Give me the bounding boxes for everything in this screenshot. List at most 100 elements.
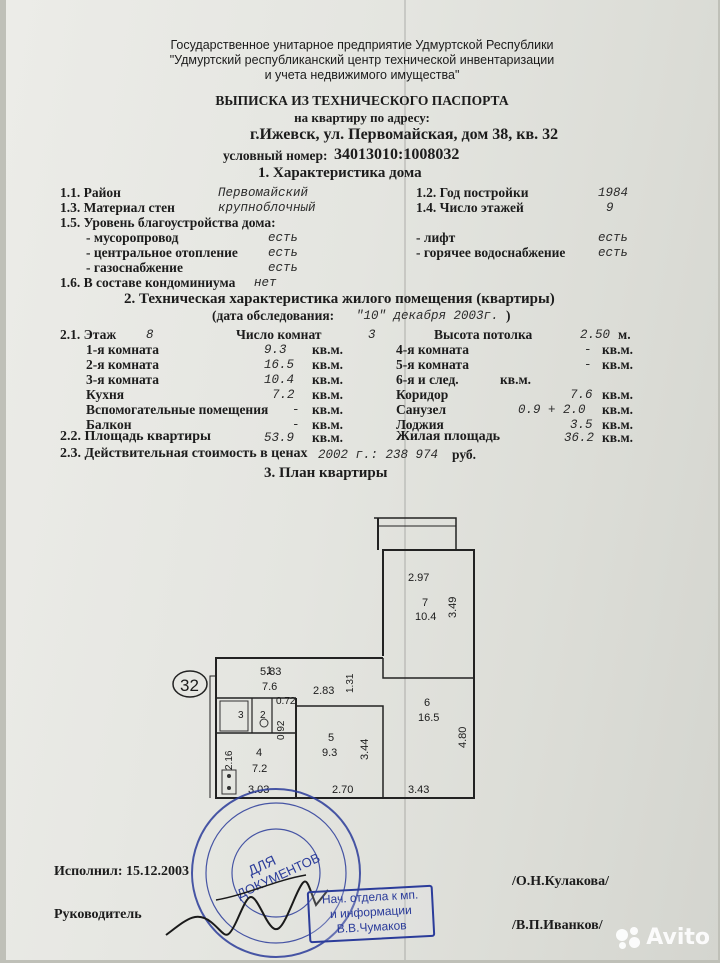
height-unit: м. <box>618 327 631 342</box>
room1-number: 1 <box>266 665 272 677</box>
org-line-1: Государственное унитарное предприятие Уд… <box>170 38 554 52</box>
dim-bottom-270: 2.70 <box>332 784 353 796</box>
room7-walls <box>382 549 475 676</box>
lift-label: - лифт <box>416 230 456 245</box>
executor-label: Исполнил: 15.12.2003 <box>54 864 189 879</box>
section1-title: 1. Характеристика дома <box>258 165 422 181</box>
condo-label: 1.6. В составе кондоминиума <box>60 275 236 290</box>
aux-unit: кв.м. <box>312 402 344 417</box>
kitchen-label: Кухня <box>86 387 125 402</box>
cond-number-label: условный номер: <box>223 148 328 163</box>
org-line-2: "Удмуртский республиканский центр технич… <box>169 53 555 67</box>
condo-value: нет <box>254 276 277 290</box>
executor-name: /О.Н.Кулакова/ <box>512 874 609 889</box>
bath-label: Санузел <box>396 402 447 417</box>
room5-value: - <box>584 358 592 372</box>
room1-area: 7.6 <box>262 681 277 693</box>
loggia-label: Лоджия <box>396 417 444 432</box>
apartment-floor-plan: 32 2.97 3.49 5.83 0.72 2.83 1.31 4.80 0.… <box>172 517 475 799</box>
doc-title: ВЫПИСКА ИЗ ТЕХНИЧЕСКОГО ПАСПОРТА <box>215 93 509 108</box>
area-unit: кв.м. <box>312 430 344 445</box>
round-stamp: ДЛЯ ДОКУМЕНТОВ <box>191 788 361 958</box>
corridor-value: 7.6 <box>570 388 593 402</box>
survey-close: ) <box>506 308 511 323</box>
section3-title: 3. План квартиры <box>264 465 388 481</box>
room5-area: 9.3 <box>322 747 337 759</box>
area-label: 2.2. Площадь квартиры <box>60 429 211 444</box>
walls-value: крупноблочный <box>218 201 316 215</box>
room1-label: 1-я комната <box>86 342 159 357</box>
head-name: /В.П.Иванков/ <box>512 918 603 933</box>
loggia-unit: кв.м. <box>602 417 634 432</box>
apartment-number-badge <box>172 670 208 698</box>
room6-area: 16.5 <box>418 712 439 724</box>
avito-logo-icon <box>616 927 642 949</box>
living-label: Жилая площадь <box>396 429 501 444</box>
room7-area: 10.4 <box>415 611 436 623</box>
room2-unit: кв.м. <box>312 357 344 372</box>
dim-131: 1.31 <box>345 673 356 693</box>
room3-value: 10.4 <box>264 373 295 387</box>
dim-corridor: 5.83 <box>260 666 281 678</box>
dim-283: 2.83 <box>313 685 334 697</box>
height-label: Высота потолка <box>434 327 533 342</box>
room2-number: 2 <box>260 710 266 721</box>
room6-label: 6-я и след. <box>396 372 459 387</box>
garbage-value: есть <box>268 231 299 245</box>
loggia-value: 3.5 <box>570 418 593 432</box>
toilet <box>259 718 269 728</box>
dim-top: 2.97 <box>408 572 429 584</box>
rooms-label: Число комнат <box>236 327 322 342</box>
room6-unit: кв.м. <box>500 372 532 387</box>
survey-label: (дата обследования: <box>212 308 335 323</box>
area-value: 53.9 <box>264 431 295 445</box>
dim-room6-right: 4.80 <box>457 727 469 748</box>
bath-unit: кв.м. <box>602 402 634 417</box>
balcony-value: - <box>292 418 300 432</box>
bathtub <box>219 700 249 732</box>
room3-label: 3-я комната <box>86 372 159 387</box>
year-label: 1.2. Год постройки <box>416 185 529 200</box>
district-label: 1.1. Район <box>60 185 121 200</box>
floor-label: 2.1. Этаж <box>60 327 117 342</box>
room2-label: 2-я комната <box>86 357 159 372</box>
corridor-label: Коридор <box>396 387 449 402</box>
aux-value: - <box>292 403 300 417</box>
bath-value: 0.9 + 2.0 <box>518 403 586 417</box>
hotwater-value: есть <box>598 246 629 260</box>
document-page: Государственное унитарное предприятие Уд… <box>6 0 718 960</box>
cond-number: 34013010:1008032 <box>334 146 460 163</box>
room4-area: 7.2 <box>252 763 267 775</box>
doc-subtitle: на квартиру по адресу: <box>294 110 430 125</box>
comfort-label: 1.5. Уровень благоустройства дома: <box>60 215 276 230</box>
balcony-label: Балкон <box>86 417 132 432</box>
apartment-number: 32 <box>180 676 199 695</box>
room3-unit: кв.м. <box>312 372 344 387</box>
room1-value: 9.3 <box>264 343 287 357</box>
living-unit: кв.м. <box>602 430 634 445</box>
room7-number: 7 <box>422 597 428 609</box>
corridor-unit: кв.м. <box>602 387 634 402</box>
lift-value: есть <box>598 231 629 245</box>
cost-unit: руб. <box>452 447 477 462</box>
walls-label: 1.3. Материал стен <box>60 200 175 215</box>
room5-unit: кв.м. <box>602 357 634 372</box>
kitchen-unit: кв.м. <box>312 387 344 402</box>
aux-label: Вспомогательные помещения <box>86 402 269 417</box>
head-label: Руководитель <box>54 907 142 922</box>
year-value: 1984 <box>598 186 629 200</box>
heating-value: есть <box>268 246 299 260</box>
room4-unit: кв.м. <box>602 342 634 357</box>
rooms-value: 3 <box>368 328 376 342</box>
paper-fold <box>404 0 406 960</box>
section2-title: 2. Техническая характеристика жилого пом… <box>124 291 555 307</box>
hotwater-label: - горячее водоснабжение <box>416 245 566 260</box>
room5-label: 5-я комната <box>396 357 469 372</box>
dim-216: 2.16 <box>224 750 235 770</box>
room4-label: 4-я комната <box>396 342 469 357</box>
kitchen-value: 7.2 <box>272 388 295 402</box>
survey-date: "10" декабря 2003г. <box>356 309 499 323</box>
room3-number: 3 <box>238 710 244 721</box>
heating-label: - центральное отопление <box>86 245 238 260</box>
outer-walls <box>215 676 475 799</box>
